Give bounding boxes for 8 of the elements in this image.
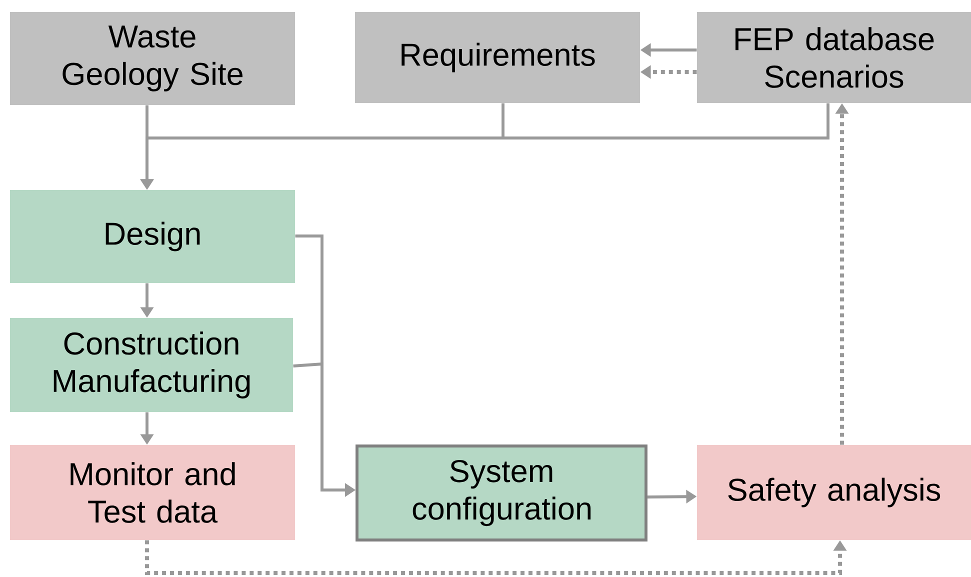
process-box: Construction Manufacturing — [10, 318, 293, 412]
process-box: FEP database Scenarios — [697, 12, 971, 103]
process-box: Waste Geology Site — [10, 12, 295, 105]
process-box: System configuration — [356, 444, 648, 542]
process-box: Requirements — [355, 12, 640, 103]
process-box: Safety analysis — [697, 445, 971, 540]
process-box: Monitor and Test data — [10, 445, 295, 540]
process-box: Design — [10, 190, 295, 283]
